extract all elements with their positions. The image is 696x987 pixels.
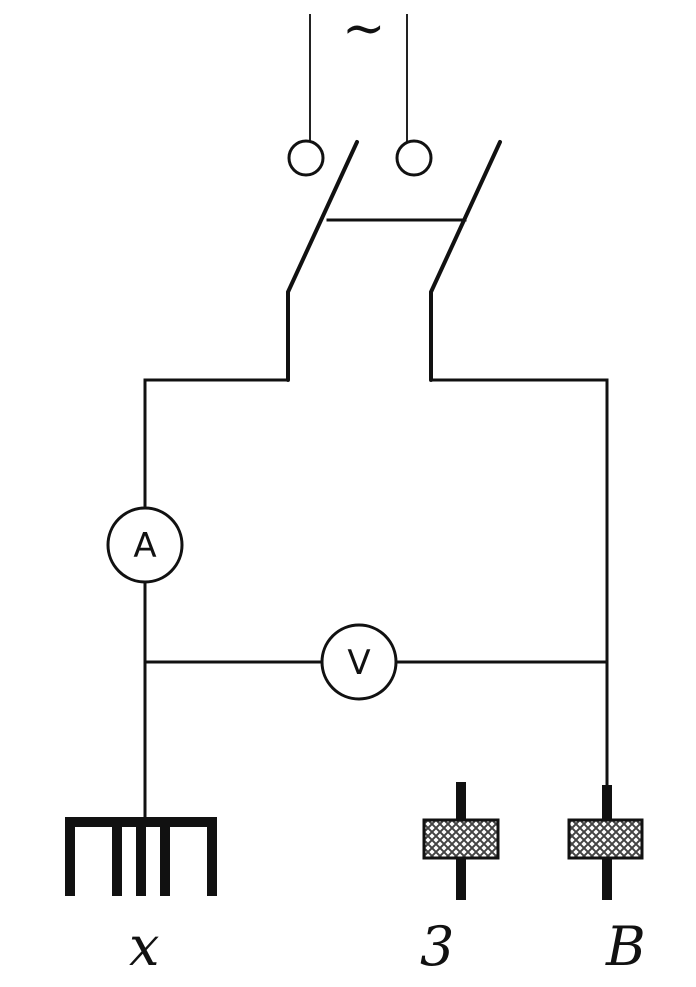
ammeter-label: A	[133, 526, 156, 566]
voltmeter-circle	[320, 623, 398, 701]
ammeter: A	[106, 506, 184, 584]
switch-blade-left	[286, 140, 359, 382]
electrode-label-3: 3	[420, 915, 454, 978]
double-pole-switch	[286, 140, 502, 382]
ammeter-circle	[106, 506, 184, 584]
voltmeter: V	[320, 623, 398, 701]
wire-left-top	[143, 378, 290, 507]
electrode-label-x: x	[129, 915, 159, 978]
voltmeter-label: V	[347, 643, 370, 683]
ac-supply-symbol: ~	[342, 0, 386, 59]
electrode-middle	[422, 782, 500, 900]
electrode-right	[567, 785, 644, 900]
electrode-label-b: B	[605, 915, 646, 978]
electrode-right-block	[567, 818, 644, 860]
supply-terminal-right	[395, 139, 433, 177]
electrode-middle-block	[422, 818, 500, 860]
electrode-grid	[65, 817, 217, 896]
switch-blade-right	[429, 140, 502, 382]
supply-terminal-left	[287, 139, 325, 177]
wire-right	[429, 378, 609, 792]
